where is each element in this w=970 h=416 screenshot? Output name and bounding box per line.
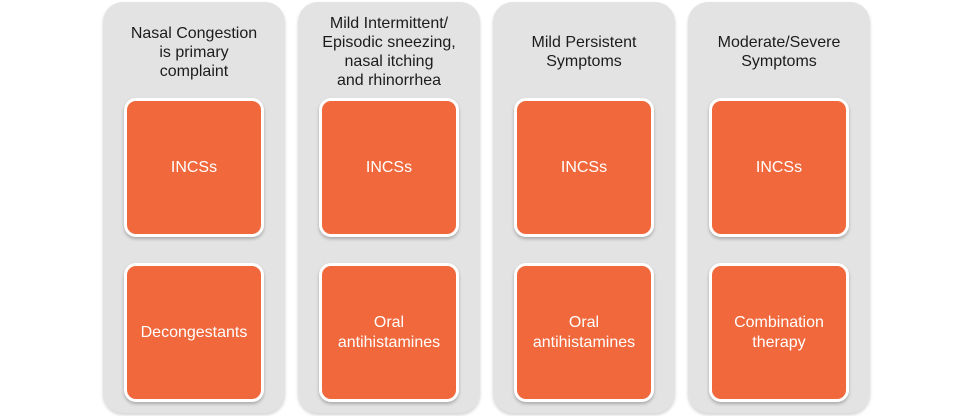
treatment-box: INCSs	[124, 98, 264, 237]
column-header: Mild Intermittent/ Episodic sneezing, na…	[322, 15, 456, 89]
column-header: Mild Persistent Symptoms	[531, 34, 637, 70]
column-panel-mild-intermittent: Mild Intermittent/ Episodic sneezing, na…	[298, 2, 480, 413]
column-header: Moderate/Severe Symptoms	[717, 34, 841, 70]
treatment-box: INCSs	[514, 98, 654, 237]
treatment-box: Decongestants	[124, 263, 264, 402]
treatment-box: Oral antihistamines	[514, 263, 654, 402]
treatment-box: INCSs	[709, 98, 849, 237]
column-panel-mild-persistent: Mild Persistent Symptoms INCSs Oral anti…	[493, 2, 675, 413]
treatment-box: INCSs	[319, 98, 459, 237]
column-header: Nasal Congestion is primary complaint	[130, 24, 258, 80]
column-panel-nasal-congestion: Nasal Congestion is primary complaint IN…	[103, 2, 285, 413]
treatment-box: Combination therapy	[709, 263, 849, 402]
treatment-box: Oral antihistamines	[319, 263, 459, 402]
column-panel-moderate-severe: Moderate/Severe Symptoms INCSs Combinati…	[688, 2, 870, 413]
